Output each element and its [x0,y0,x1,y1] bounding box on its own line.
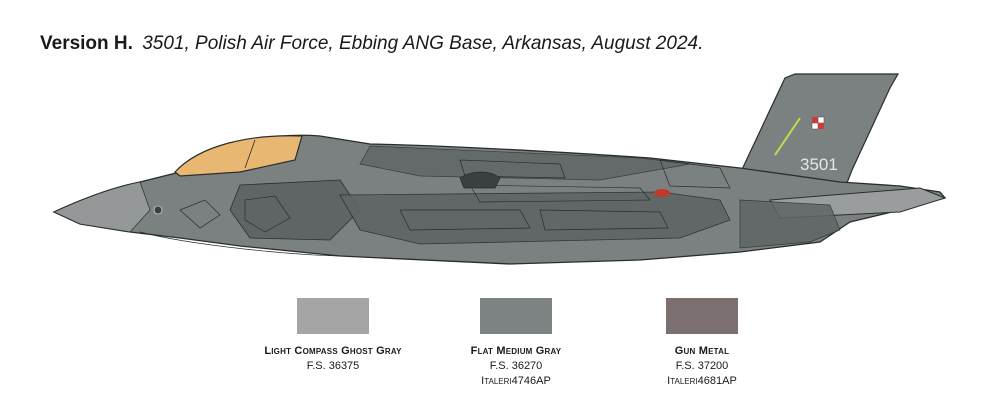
italeri-code: Italeri4681AP [612,374,792,389]
fin-stripe [774,117,801,156]
swatch-chip [480,298,552,334]
italeri-number: 4681AP [697,375,737,387]
italeri-number: 4746AP [511,375,551,387]
polish-checkerboard-marking [811,116,825,130]
tail-number: 3501 [800,155,838,174]
air-intake [459,171,501,189]
rear-fuselage-panel [739,199,841,249]
color-name: Gun Metal [674,345,730,357]
italeri-code: Italeri4746AP [426,374,606,389]
fs-code: F.S. 37200 [675,360,729,372]
version-label: Version H. [40,33,133,54]
canopy [174,135,303,177]
swatch-chip [666,298,738,334]
italeri-prefix: Italeri [481,375,512,387]
aircraft-profile-illustration: 3501 [52,73,947,265]
swatch-chip [297,298,369,334]
nose-marking [153,205,163,215]
fs-code: F.S. 36375 [306,360,360,372]
weapons-bay-panel [339,191,731,245]
intake-panel [229,179,361,241]
fs-code: F.S. 36270 [489,360,543,372]
version-description: 3501, Polish Air Force, Ebbing ANG Base,… [142,33,704,54]
italeri-prefix: Italeri [667,375,698,387]
color-swatch-3: Gun Metal F.S. 37200 Italeri4681AP [612,298,792,389]
red-marker [654,189,670,197]
spine-panel [359,145,691,181]
nose-panel [53,181,151,233]
color-name: Flat Medium Gray [470,345,562,357]
color-name: Light Compass Ghost Gray [264,345,402,357]
color-swatch-1: Light Compass Ghost Gray F.S. 36375 [243,298,423,374]
color-swatch-2: Flat Medium Gray F.S. 36270 Italeri4746A… [426,298,606,389]
caption: Version H. 3501, Polish Air Force, Ebbin… [40,33,703,55]
